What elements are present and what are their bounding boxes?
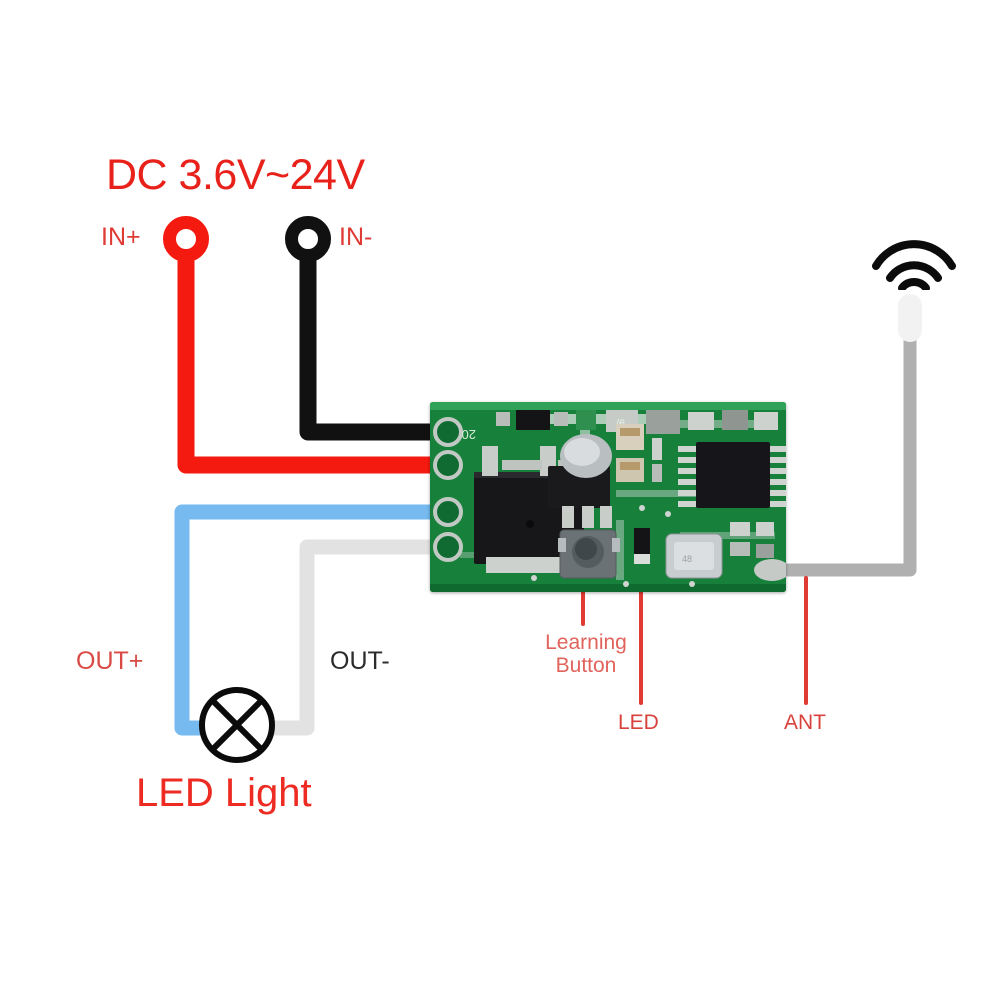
terminal-ring-in-plus [163,216,209,262]
label-led-light: LED Light [136,771,312,815]
page-title-voltage-range: DC 3.6V~24V [106,151,365,199]
label-out-plus: OUT+ [76,647,144,675]
pcb-artwork: 20 /6 [430,402,786,592]
label-learning-button: Learning Button [545,631,627,677]
svg-text:20: 20 [462,427,476,442]
in-plus-wire [177,249,453,474]
label-in-plus: IN+ [101,223,141,251]
svg-text:48: 48 [682,554,692,564]
terminal-ring-in-minus [285,216,331,262]
label-ant: ANT [784,711,826,734]
out-minus-wire [254,539,452,736]
label-led: LED [618,711,659,734]
label-in-minus: IN- [339,223,373,251]
receiver-pcb-module: 20 /6 [430,402,786,592]
in-minus-wire [299,249,453,441]
label-out-minus: OUT- [330,647,390,675]
wifi-signal-icon [872,240,956,290]
antenna-tip [898,294,922,342]
antenna-wire [771,311,917,577]
lamp-cross-circle-icon [199,687,275,763]
